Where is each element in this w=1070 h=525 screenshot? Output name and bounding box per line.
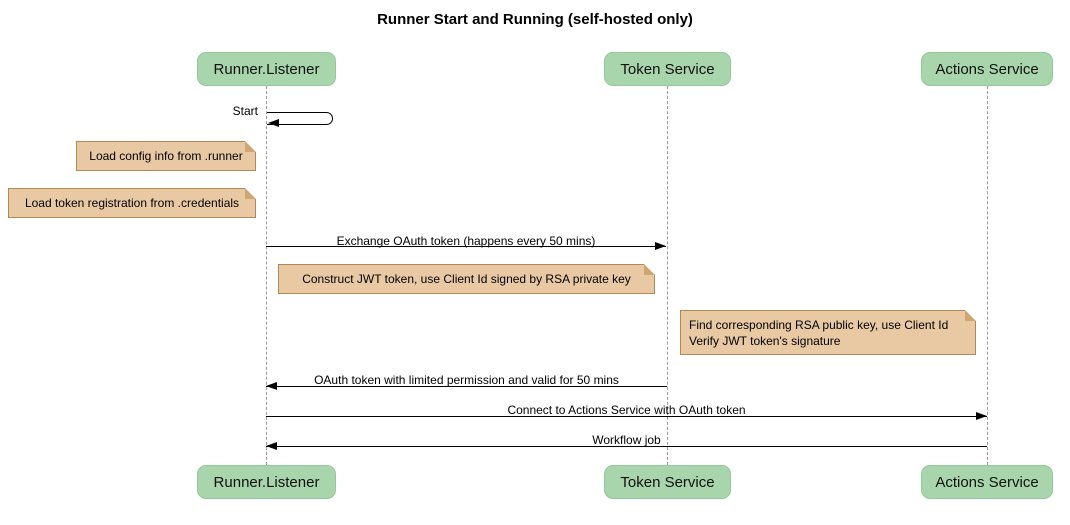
arrowhead-left-icon <box>266 442 277 450</box>
diagram-title: Runner Start and Running (self-hosted on… <box>377 11 693 28</box>
note-text-line1: Find corresponding RSA public key, use C… <box>689 317 949 332</box>
lifeline-actions-service <box>987 86 988 465</box>
participant-label: Runner.Listener <box>213 60 320 78</box>
participant-token-service-bottom: Token Service <box>604 465 731 499</box>
participant-actions-service-bottom: Actions Service <box>921 465 1053 499</box>
message-line <box>266 446 987 447</box>
message-label-workflow-job: Workflow job <box>592 433 661 447</box>
message-label-start: Start <box>232 104 258 118</box>
lifeline-token-service <box>667 86 668 465</box>
note-text-line2: Verify JWT token's signature <box>689 333 841 348</box>
message-line <box>266 416 987 417</box>
message-line <box>266 246 666 247</box>
lifeline-runner-listener <box>266 86 267 465</box>
participant-runner-listener-top: Runner.Listener <box>197 52 336 86</box>
participant-label: Actions Service <box>935 60 1039 78</box>
message-label-connect-actions: Connect to Actions Service with OAuth to… <box>507 403 746 417</box>
participant-label: Runner.Listener <box>213 473 320 491</box>
note-load-token-registration: Load token registration from .credential… <box>8 188 256 218</box>
participant-runner-listener-bottom: Runner.Listener <box>197 465 336 499</box>
note-find-rsa-public-key: Find corresponding RSA public key, use C… <box>680 310 976 355</box>
participant-label: Actions Service <box>935 473 1039 491</box>
note-construct-jwt: Construct JWT token, use Client Id signe… <box>278 264 655 294</box>
message-label-oauth-token-back: OAuth token with limited permission and … <box>314 373 619 387</box>
note-load-config: Load config info from .runner <box>76 141 256 171</box>
message-line <box>266 386 667 387</box>
arrowhead-right-icon <box>976 412 987 420</box>
arrowhead-left-icon <box>268 119 279 127</box>
participant-actions-service-top: Actions Service <box>921 52 1053 86</box>
arrowhead-left-icon <box>266 382 277 390</box>
participant-label: Token Service <box>620 60 715 78</box>
participant-token-service-top: Token Service <box>604 52 731 86</box>
participant-label: Token Service <box>620 473 715 491</box>
self-message-loop <box>267 112 333 125</box>
arrowhead-right-icon <box>655 242 666 250</box>
note-text: Construct JWT token, use Client Id signe… <box>302 272 631 286</box>
note-text: Load token registration from .credential… <box>24 196 240 210</box>
note-text: Load config info from .runner <box>89 149 243 163</box>
message-label-exchange-oauth: Exchange OAuth token (happens every 50 m… <box>336 234 596 248</box>
